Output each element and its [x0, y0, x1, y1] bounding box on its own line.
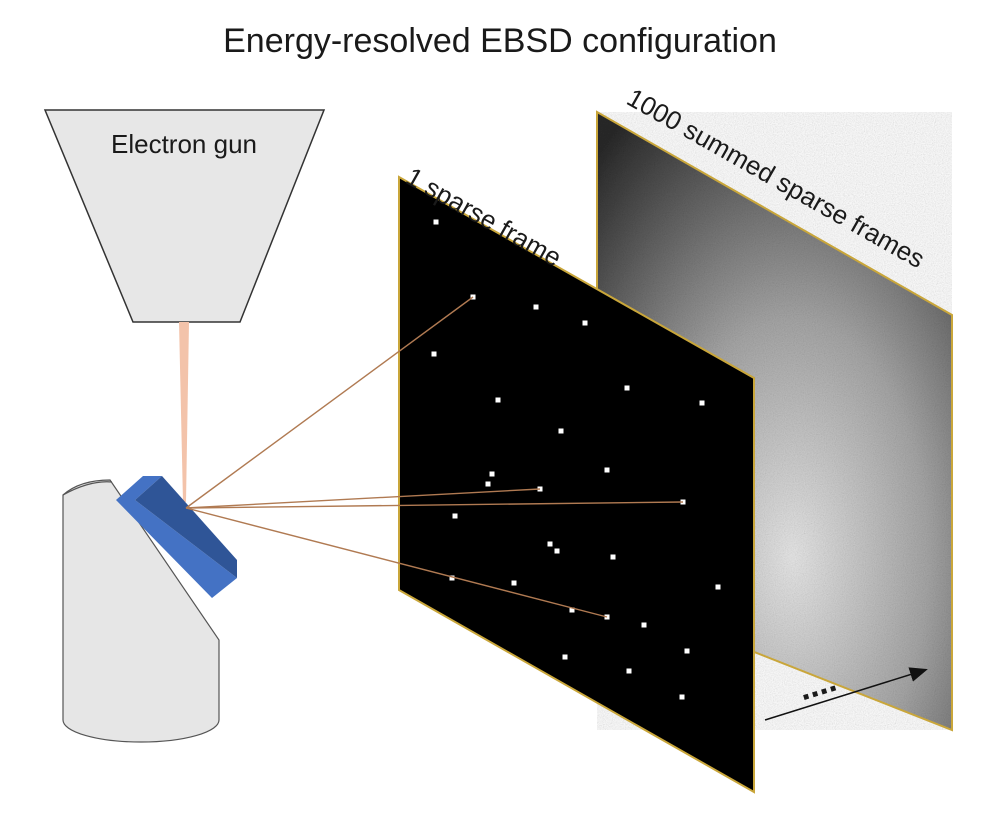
- sparse-hit-4: [582, 320, 588, 326]
- sparse-hit-22: [569, 607, 575, 613]
- ray-1: [185, 296, 474, 509]
- sparse-hit-5: [431, 351, 437, 357]
- sparse-hit-9: [558, 428, 564, 434]
- backscatter-rays: [185, 296, 684, 618]
- sparse-hit-20: [511, 580, 517, 586]
- ray-2: [185, 488, 541, 509]
- electron-gun: Electron gun: [43, 109, 326, 323]
- stage-cylinder: [62, 479, 220, 743]
- sparse-hit-28: [679, 694, 685, 700]
- sample: [116, 476, 237, 598]
- sparse-hit-27: [626, 668, 632, 674]
- sparse-hit-8: [699, 400, 705, 406]
- sample-front-face: [116, 500, 237, 598]
- sparse-hit-17: [554, 548, 560, 554]
- diagram-title: Energy-resolved EBSD configuration: [223, 22, 777, 60]
- electron-beam: [179, 322, 189, 502]
- electron-gun-label: Electron gun: [111, 129, 257, 159]
- sample-side-face: [135, 476, 237, 578]
- sparse-hit-26: [562, 654, 568, 660]
- sparse-hit-24: [641, 622, 647, 628]
- sample-top-face: [116, 476, 162, 500]
- sparse-hit-18: [610, 554, 616, 560]
- electron-gun-body: [43, 109, 326, 323]
- sparse-hit-7: [495, 397, 501, 403]
- sparse-hit-1: [433, 219, 439, 225]
- sparse-hit-10: [604, 467, 610, 473]
- sparse-hit-25: [684, 648, 690, 654]
- ray-3: [185, 501, 684, 509]
- sparse-hit-15: [452, 513, 458, 519]
- sparse-hit-21: [715, 584, 721, 590]
- sample-stage: [62, 479, 220, 743]
- sparse-hit-11: [489, 471, 495, 477]
- arrow-line: [764, 667, 928, 721]
- ray-4: [185, 507, 608, 618]
- stage-top-edge: [62, 481, 113, 496]
- sparse-hit-3: [533, 304, 539, 310]
- sparse-hit-19: [449, 575, 455, 581]
- sparse-hit-16: [547, 541, 553, 547]
- sparse-hit-12: [485, 481, 491, 487]
- sparse-hit-6: [624, 385, 630, 391]
- sparse-frame-image: [398, 175, 755, 794]
